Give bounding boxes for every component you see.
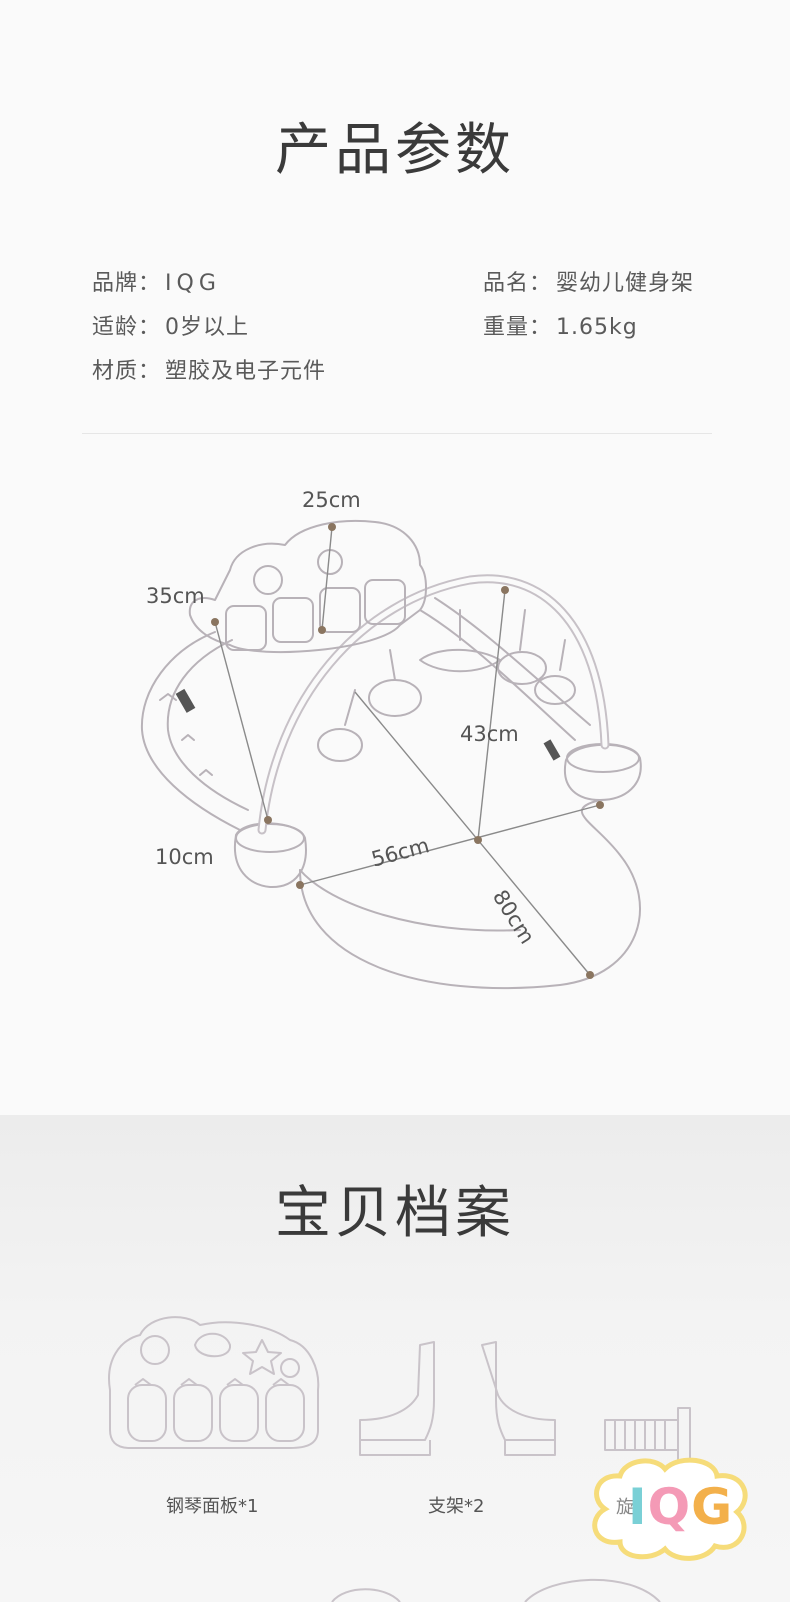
parts-illustrations <box>108 1316 691 1602</box>
spec-product-name: 品名：婴幼儿健身架 <box>483 265 694 297</box>
left-foot <box>233 822 307 889</box>
spec-age-label: 适龄： <box>92 315 162 340</box>
spec-weight: 重量：1.65kg <box>483 309 638 341</box>
spec-brand-label: 品牌： <box>92 271 162 296</box>
part-label-stand: 支架*2 <box>428 1496 485 1517</box>
spec-material-value: 塑胶及电子元件 <box>165 359 327 384</box>
parameters-title: 产品参数 <box>275 118 515 183</box>
spec-brand-value: IQG <box>165 271 221 296</box>
play-mat-outline <box>299 799 641 990</box>
spec-brand: 品牌：IQG <box>92 265 221 297</box>
spec-material-label: 材质： <box>92 359 162 384</box>
spec-product-name-label: 品名： <box>483 271 553 296</box>
part-label-spinner-partial: 旋 <box>616 1497 634 1518</box>
hanging-toys <box>317 609 576 762</box>
dim-base-height: 10cm <box>155 845 214 869</box>
stand-part-1 <box>359 1341 435 1456</box>
dim-panel-height: 35cm <box>146 584 205 608</box>
archive-title: 宝贝档案 <box>275 1181 515 1246</box>
spec-weight-label: 重量： <box>483 315 553 340</box>
piano-panel <box>188 519 427 653</box>
piano-panel-part <box>108 1316 320 1449</box>
spec-material: 材质：塑胶及电子元件 <box>92 353 326 385</box>
screw-part <box>604 1407 691 1463</box>
spec-weight-value: 1.65kg <box>556 315 638 340</box>
logo-letter-i: I <box>628 1478 648 1536</box>
logo-letter-q: Q <box>647 1478 692 1536</box>
parameters-section <box>0 0 790 1115</box>
spec-age: 适龄：0岁以上 <box>92 309 249 341</box>
right-base-rail <box>419 609 576 741</box>
logo-letter-g: G <box>691 1478 734 1536</box>
part-label-piano-panel: 钢琴面板*1 <box>166 1496 259 1517</box>
dim-top-width: 25cm <box>302 488 361 512</box>
left-base-rail <box>140 631 241 831</box>
brand-logo-badge <box>592 1457 748 1561</box>
spec-product-name-value: 婴幼儿健身架 <box>556 271 695 296</box>
spec-age-value: 0岁以上 <box>165 315 250 340</box>
divider <box>82 433 712 434</box>
stand-part-2 <box>481 1341 556 1456</box>
brand-logo: IQG <box>628 1478 733 1536</box>
product-dimension-diagram <box>140 519 642 990</box>
dim-arch-height: 43cm <box>460 722 519 746</box>
